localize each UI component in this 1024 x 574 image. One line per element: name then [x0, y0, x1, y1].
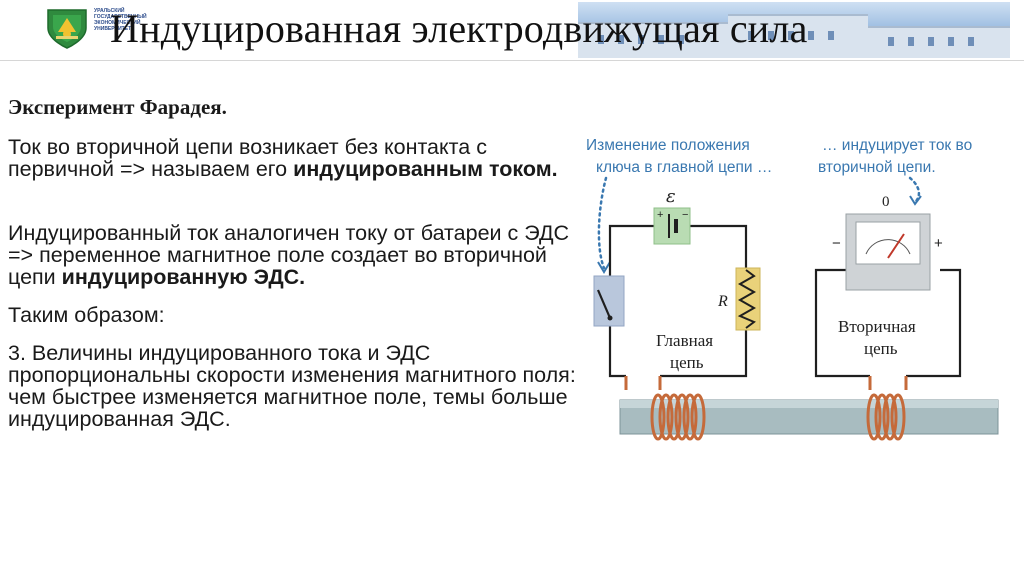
caption-right-line: … индуцирует ток во — [822, 137, 972, 154]
secondary-circuit-label: цепь — [864, 339, 898, 358]
meter-plus: + — [934, 235, 943, 252]
battery-plus: + — [657, 209, 663, 221]
secondary-circuit-wire — [814, 268, 962, 378]
caption-left-line: ключа в главной цепи … — [596, 159, 772, 176]
faraday-experiment-diagram: Изменение положения ключа в главной цепи… — [586, 137, 999, 441]
university-name: УРАЛЬСКИЙ ГОСУДАРСТВЕННЫЙ ЭКОНОМИЧЕСКИЙ … — [94, 8, 147, 32]
experiment-heading: Эксперимент Фарадея. — [8, 95, 227, 119]
secondary-circuit-label: Вторичная — [838, 317, 916, 336]
primary-coil — [624, 376, 706, 441]
window-shape — [948, 37, 954, 46]
caption-right-line: вторичной цепи. — [818, 159, 936, 176]
paragraph-conclusion: 3. Величины индуцированного тока и ЭДС п… — [8, 341, 576, 431]
caption-left-line: Изменение положения — [586, 137, 750, 154]
window-shape — [598, 35, 604, 44]
paragraph-induced-current: Ток во вторичной цепи возникает без конт… — [8, 136, 580, 180]
meter-minus: − — [832, 235, 841, 252]
slide-title: Индуцированная электродвижущая сила — [110, 6, 808, 51]
primary-circuit-wire — [608, 224, 748, 378]
iron-core-highlight — [620, 400, 998, 408]
primary-circuit-label: цепь — [670, 353, 704, 372]
university-name-line: ГОСУДАРСТВЕННЫЙ — [94, 14, 147, 20]
window-shape — [908, 37, 914, 46]
switch-pivot — [607, 315, 613, 321]
header-divider — [0, 60, 1024, 61]
window-shape — [768, 31, 774, 40]
resistor — [735, 267, 761, 331]
paragraph-induced-emf: Индуцированный ток аналогичен току от ба… — [8, 222, 580, 288]
window-shape — [788, 31, 794, 40]
emphasis-text: индуцированным током. — [293, 157, 558, 181]
resistor-zigzag — [737, 269, 757, 329]
window-shape — [678, 35, 684, 44]
paragraph-text: Ток во вторичной цепи возникает без конт… — [8, 135, 487, 181]
galvanometer-needle — [887, 233, 905, 259]
switch-lever — [596, 289, 612, 319]
primary-circuit-label: Главная — [656, 331, 713, 350]
paragraph-thus: Таким образом: — [8, 303, 165, 327]
window-shape — [808, 31, 814, 40]
slide-body: Эксперимент Фарадея. Ток во вторичной це… — [8, 96, 580, 430]
university-name-line: УРАЛЬСКИЙ — [94, 8, 125, 14]
emf-symbol: ε — [666, 186, 676, 207]
window-shape — [638, 35, 644, 44]
window-shape — [928, 37, 934, 46]
meter-zero: 0 — [882, 194, 890, 210]
resistor-label: R — [717, 293, 728, 310]
dial-scale — [865, 239, 911, 255]
paragraph-text: Индуцированный ток аналогичен току от ба… — [8, 221, 570, 289]
secondary-coil — [866, 376, 908, 441]
university-name-line: ЭКОНОМИЧЕСКИЙ — [94, 20, 141, 26]
window-shape — [968, 37, 974, 46]
header-banner-photo — [578, 2, 1010, 58]
arrow-left-dotted — [597, 176, 608, 270]
emphasis-text: индуцированную ЭДС. — [61, 265, 306, 289]
window-shape — [658, 35, 664, 44]
arrow-right-head — [909, 195, 922, 206]
window-shape — [888, 37, 894, 46]
battery-minus: − — [682, 209, 688, 221]
window-shape — [828, 31, 834, 40]
university-name-line: УНИВЕРСИТЕТ — [94, 26, 132, 32]
battery — [653, 207, 691, 245]
university-logo — [47, 9, 87, 49]
window-shape — [748, 31, 754, 40]
window-shape — [618, 35, 624, 44]
arrow-left-head — [597, 261, 611, 274]
